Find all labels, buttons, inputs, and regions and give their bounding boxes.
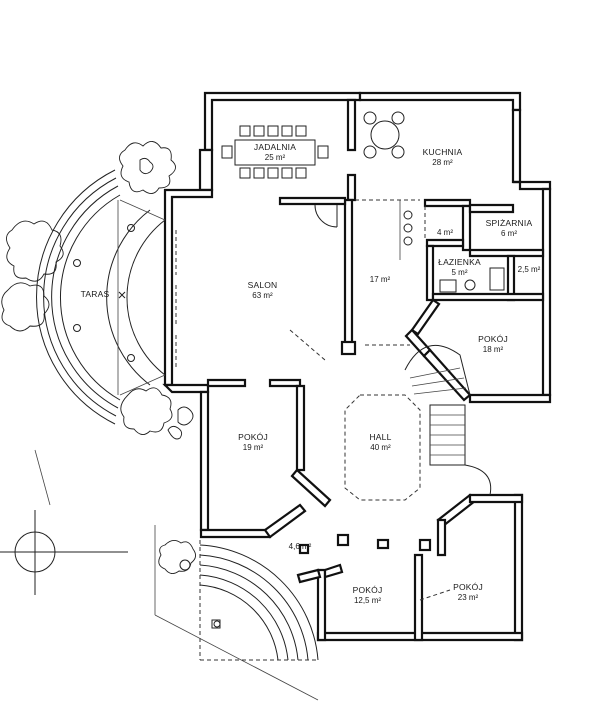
room-area: 28 m²	[432, 157, 453, 167]
kitchen-counter	[355, 199, 426, 260]
terrace	[36, 169, 177, 425]
room-label-hall: HALL 40 m²	[358, 432, 403, 452]
room-name: KUCHNIA	[422, 147, 463, 157]
hall-octagon	[344, 394, 421, 501]
room-name: POKÓJ	[352, 585, 383, 595]
room-area: 4,6 m²	[288, 542, 312, 551]
exterior-walls	[162, 91, 552, 642]
room-label-pokoj-23: POKÓJ 23 m²	[443, 582, 493, 602]
room-area: 23 m²	[457, 592, 479, 602]
room-name: SPIŻARNIA	[485, 218, 533, 228]
room-label-wc: 2,5 m²	[512, 265, 546, 274]
room-label-pokoj-12: POKÓJ 12,5 m²	[340, 585, 395, 605]
room-label-4m2: 4 m²	[430, 228, 460, 237]
room-label-jadalnia: JADALNIA 25 m²	[240, 142, 310, 162]
staircase	[404, 345, 492, 496]
room-area: 12,5 m²	[353, 595, 382, 605]
room-area: 5 m²	[451, 267, 468, 277]
room-area: 6 m²	[501, 228, 517, 238]
room-area: 18 m²	[482, 344, 504, 354]
room-area: 19 m²	[242, 442, 264, 452]
interior-walls	[206, 98, 545, 642]
room-name: SALON	[247, 280, 278, 290]
room-label-taras: TARAS	[75, 289, 115, 300]
room-name: POKÓJ	[478, 334, 508, 344]
trees	[1, 141, 196, 574]
room-area: 4 m²	[437, 228, 453, 237]
room-label-pokoj-19: POKÓJ 19 m²	[228, 432, 278, 452]
room-label-pokoj-18: POKÓJ 18 m²	[468, 334, 518, 354]
room-name: POKÓJ	[453, 582, 483, 592]
room-area: 25 m²	[264, 152, 286, 162]
room-area: 40 m²	[370, 442, 391, 452]
bathroom-fixtures	[439, 267, 505, 293]
dining-table	[221, 125, 329, 179]
room-label-lazienka: ŁAZIENKA 5 m²	[432, 257, 487, 277]
room-name: TARAS	[80, 289, 110, 299]
room-name: POKÓJ	[238, 432, 268, 442]
room-label-spizarnia: SPIŻARNIA 6 m²	[478, 218, 540, 238]
room-area: 17 m²	[369, 275, 391, 284]
compass	[0, 449, 128, 595]
room-area: 2,5 m²	[517, 265, 541, 274]
room-name: HALL	[369, 432, 392, 442]
room-label-corridor: 17 m²	[360, 275, 400, 284]
room-label-vestibule: 4,6 m²	[282, 542, 318, 551]
room-label-salon: SALON 63 m²	[235, 280, 290, 300]
doors	[289, 204, 451, 601]
kitchen-table	[363, 111, 405, 159]
room-area: 63 m²	[252, 290, 273, 300]
room-name: ŁAZIENKA	[438, 257, 481, 267]
entry-terrace	[154, 525, 319, 701]
room-name: JADALNIA	[253, 142, 297, 152]
room-label-kuchnia: KUCHNIA 28 m²	[410, 147, 475, 167]
